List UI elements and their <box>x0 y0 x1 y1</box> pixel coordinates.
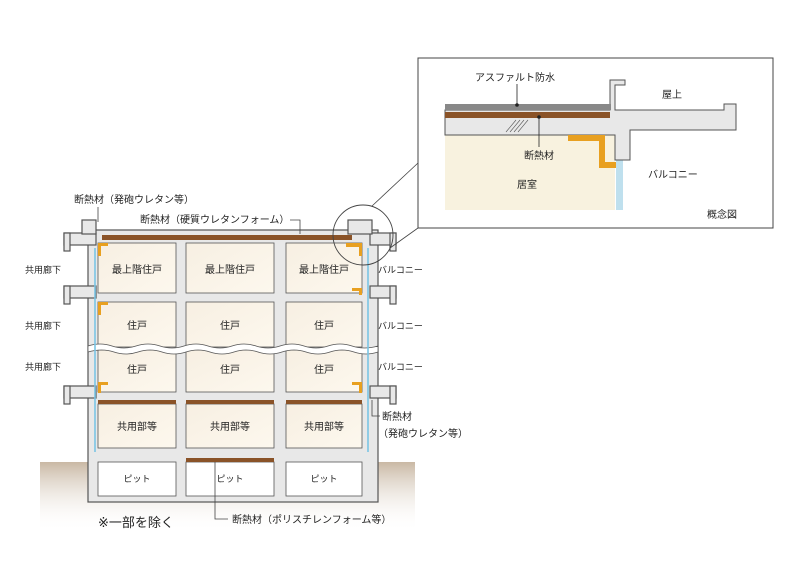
label-insulation-right-1: 断熱材 <box>382 410 412 423</box>
common-insulation-1 <box>98 400 176 404</box>
rooms-layer <box>97 242 363 449</box>
pit-label-1: ピット <box>123 474 150 485</box>
balcony-label-2: バルコニー <box>378 321 423 332</box>
room-label-common-3: 共用部等 <box>304 420 344 433</box>
room-label-mid-2: 住戸 <box>220 319 240 332</box>
inset-foam-insulation <box>568 135 616 168</box>
room-mid-3 <box>285 301 363 348</box>
pit-label-3: ピット <box>310 474 337 485</box>
inset-balcony-label: バルコニー <box>648 169 698 181</box>
callout-leaders <box>97 207 380 520</box>
room-common-2 <box>185 403 275 449</box>
room-label-top-1: 最上階住戸 <box>112 263 162 276</box>
glass-lines <box>94 248 369 452</box>
floor-break-line <box>87 343 379 355</box>
note-except-some: ※一部を除く <box>98 516 174 531</box>
roof-insulation <box>102 235 352 240</box>
corridor-label-2: 共用廊下 <box>25 320 61 332</box>
room-label-low-1: 住戸 <box>127 363 147 376</box>
zoom-connector-top <box>371 162 419 207</box>
pit-label-2: ピット <box>216 474 243 485</box>
room-label-mid-1: 住戸 <box>127 319 147 332</box>
room-low-2 <box>185 349 275 393</box>
room-common-3 <box>285 403 363 449</box>
insulation-layer <box>98 235 362 462</box>
room-label-top-3: 最上階住戸 <box>299 263 349 276</box>
room-label-mid-3: 住戸 <box>314 319 334 332</box>
inset-glass <box>616 158 623 210</box>
balcony-label-1: バルコニー <box>378 265 423 276</box>
inset-hatch <box>505 119 529 133</box>
corridor-label-1: 共用廊下 <box>25 264 61 276</box>
inset-asphalt-waterproofing <box>445 104 611 110</box>
pit-2 <box>185 461 275 497</box>
room-mid-2 <box>185 301 275 348</box>
common-insulation-2 <box>186 400 274 404</box>
label-insulation-foam: 断熱材（発砲ウレタン等） <box>74 193 194 206</box>
room-label-top-2: 最上階住戸 <box>205 263 255 276</box>
corridor-label-3: 共用廊下 <box>25 361 61 373</box>
label-insulation-right-2: （発砲ウレタン等） <box>378 427 468 440</box>
zoom-circle <box>332 204 394 266</box>
inset-asphalt-label: アスファルト防水 <box>475 71 555 84</box>
room-label-low-3: 住戸 <box>314 363 334 376</box>
room-label-common-1: 共用部等 <box>117 420 157 433</box>
room-mid-1 <box>97 301 177 348</box>
label-insulation-bottom: 断熱材（ポリスチレンフォーム等） <box>232 513 391 526</box>
balcony-label-3: バルコニー <box>378 362 423 373</box>
inset-living-room <box>445 132 615 210</box>
pit-3 <box>285 461 363 497</box>
inset-concrete <box>444 79 737 161</box>
zoom-connector-bottom <box>389 227 419 249</box>
common-insulation-3 <box>286 400 362 404</box>
room-low-3 <box>285 349 363 393</box>
inset-caption: 概念図 <box>707 208 737 221</box>
concept-inset: アスファルト防水 屋上 断熱材 居室 バルコニー 概念図 <box>417 57 774 229</box>
room-label-low-2: 住戸 <box>220 363 240 376</box>
inset-rooftop-label: 屋上 <box>662 89 682 101</box>
pit-layer <box>97 461 363 497</box>
inset-roof-insulation <box>445 112 610 118</box>
pit-1 <box>97 461 177 497</box>
room-label-common-2: 共用部等 <box>210 420 250 433</box>
room-top-3 <box>285 242 363 294</box>
inset-living-room-label: 居室 <box>517 178 537 191</box>
pit-insulation-2 <box>186 458 274 462</box>
inset-insulation-label: 断熱材 <box>524 149 554 162</box>
room-top-2 <box>185 242 275 294</box>
foam-insulation-layer <box>98 243 362 393</box>
label-insulation-rigid: 断熱材（硬質ウレタンフォーム） <box>140 213 289 226</box>
room-top-1 <box>97 242 177 294</box>
